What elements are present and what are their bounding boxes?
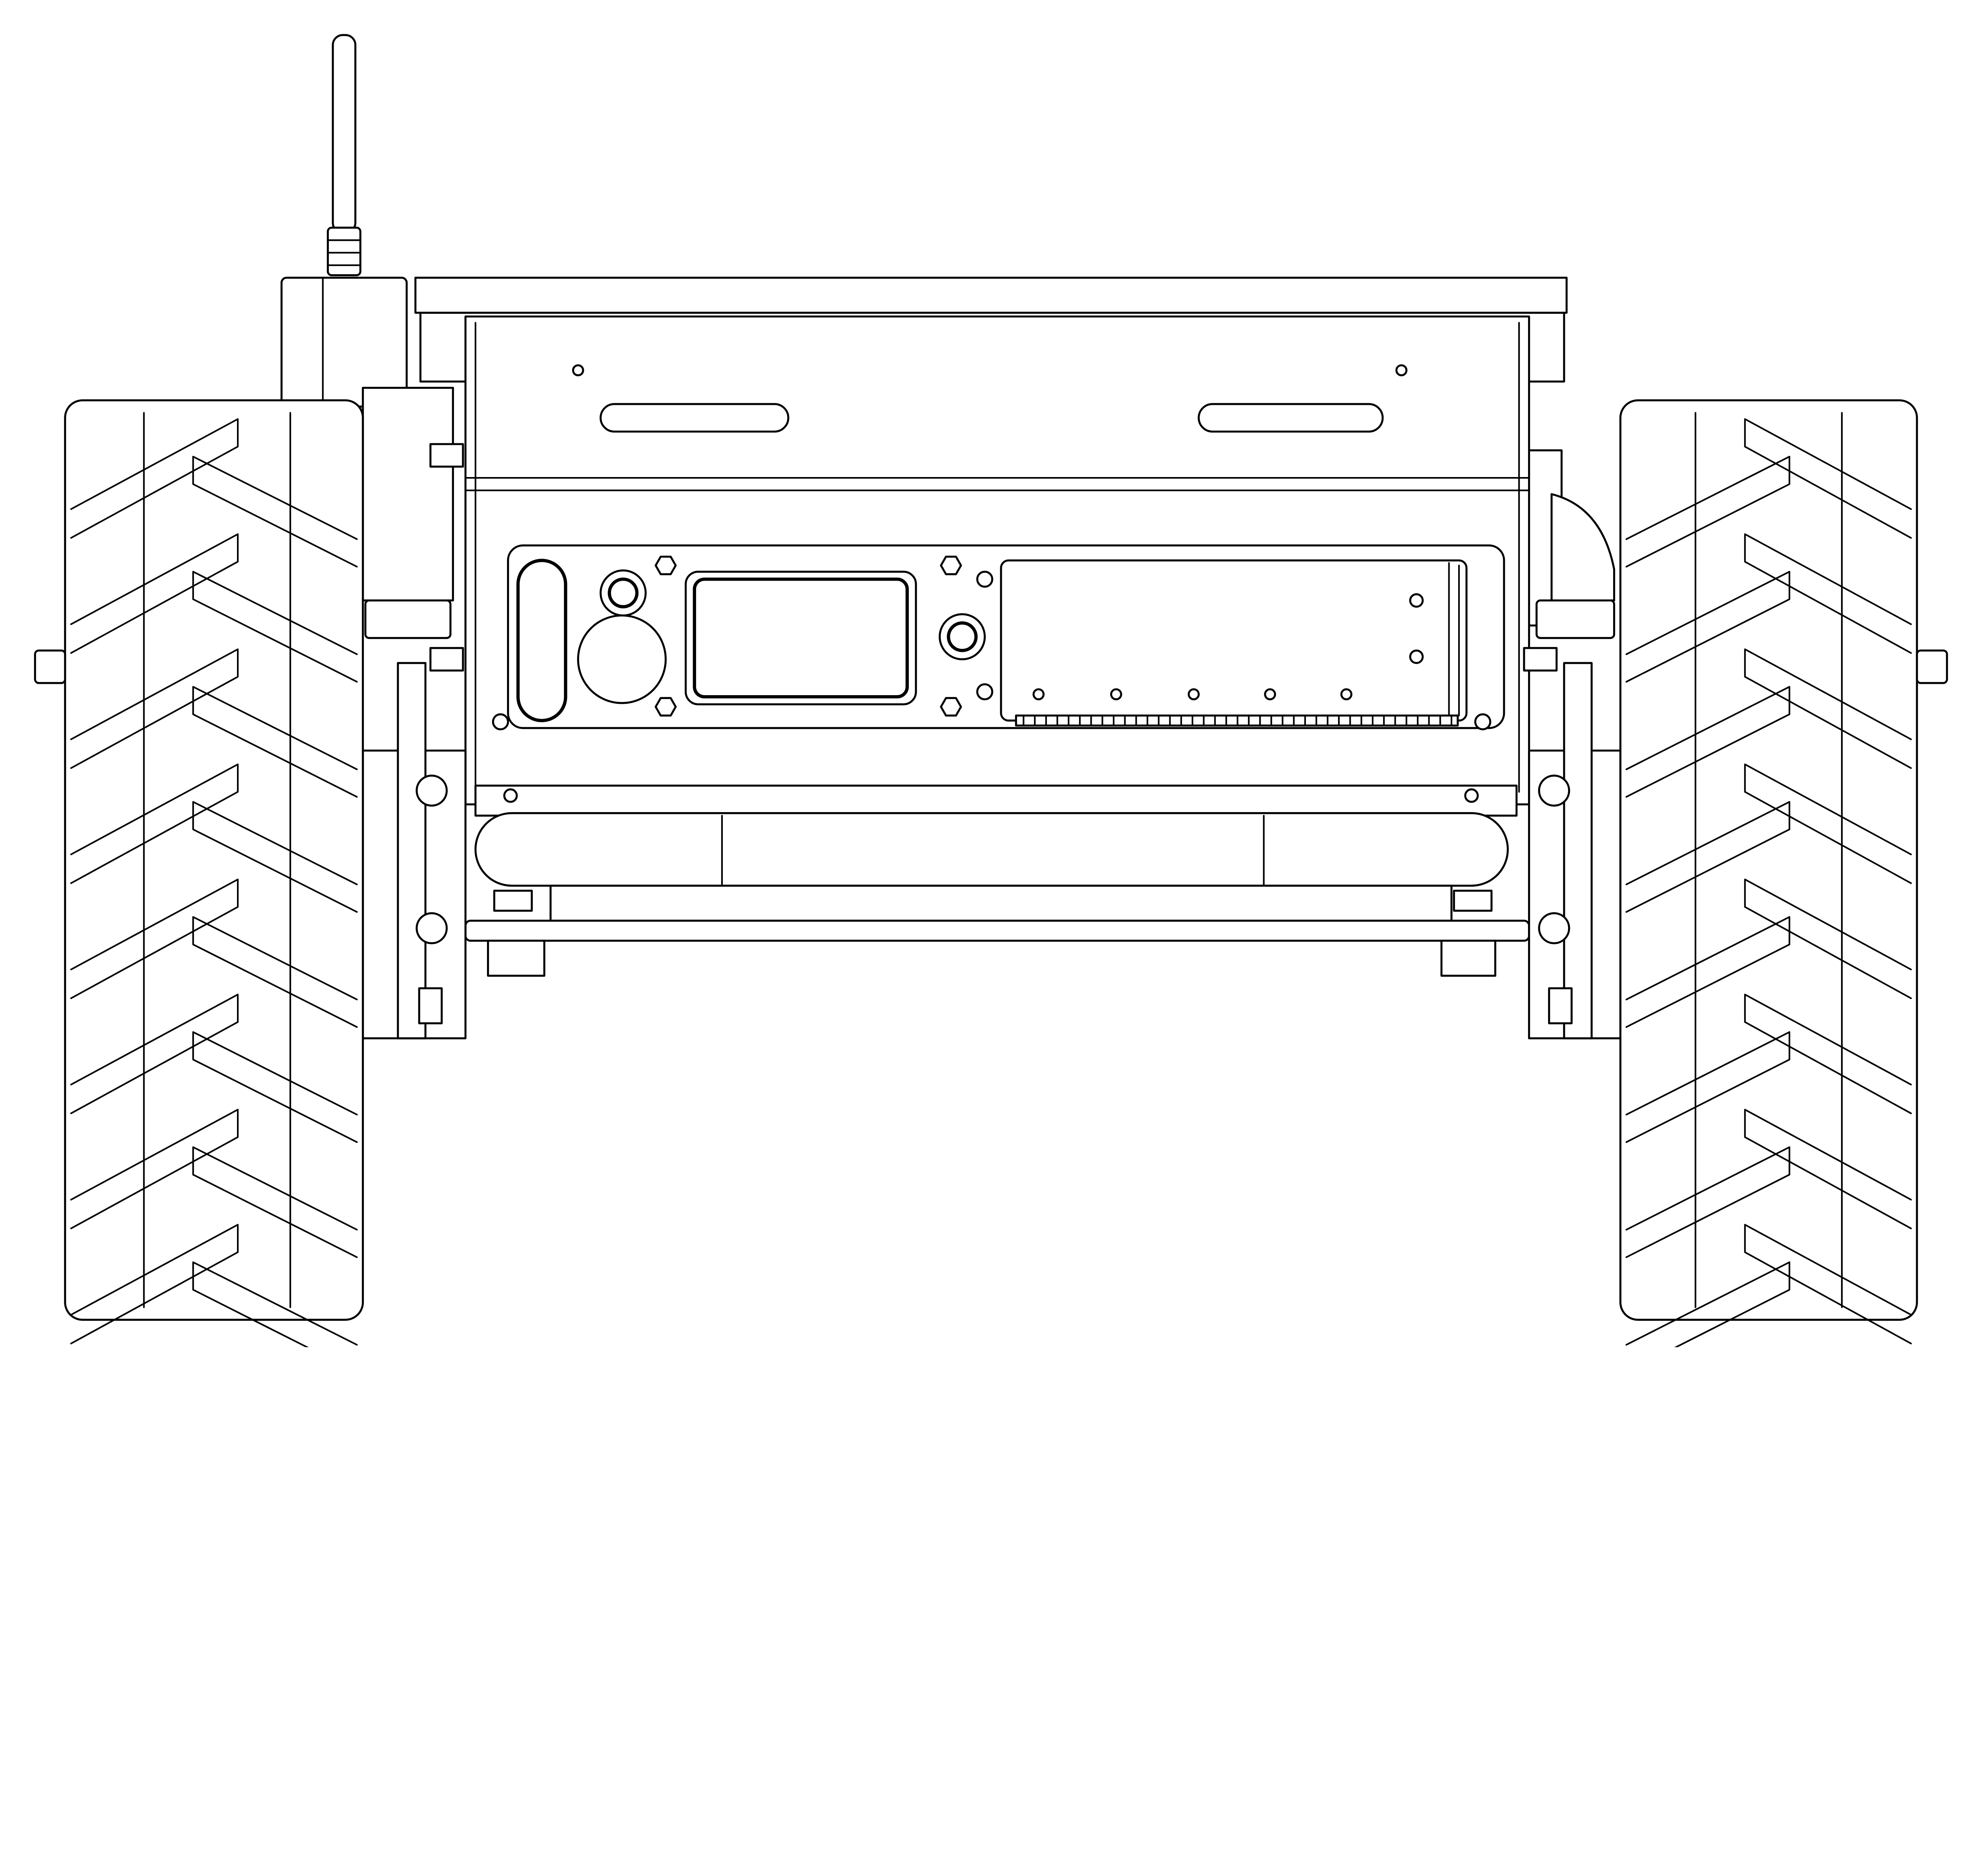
tread-lug bbox=[70, 993, 358, 1143]
tread-lug bbox=[1625, 418, 1912, 568]
tread-lug bbox=[1625, 1109, 1912, 1258]
control-panel bbox=[492, 544, 1505, 730]
io-hole bbox=[1187, 688, 1200, 701]
tread-lug bbox=[1625, 763, 1912, 913]
tread-lug bbox=[70, 648, 358, 798]
button bbox=[600, 569, 647, 617]
foot bbox=[487, 940, 545, 977]
hex-nut bbox=[655, 697, 677, 717]
button bbox=[939, 613, 986, 661]
tread-lug bbox=[1625, 878, 1912, 1028]
mounting-slot-left bbox=[600, 403, 790, 433]
io-hole bbox=[1032, 688, 1045, 701]
mounting-slot-right bbox=[1198, 403, 1384, 433]
display-window bbox=[684, 570, 917, 705]
io-holes bbox=[1032, 688, 1353, 701]
tread-lug bbox=[1625, 993, 1912, 1143]
io-hole bbox=[1340, 688, 1353, 701]
valve-stem bbox=[34, 649, 66, 684]
screw bbox=[1474, 713, 1492, 730]
hex-nut bbox=[940, 556, 962, 576]
right-wheel bbox=[1619, 399, 1948, 1348]
left-suspension bbox=[362, 443, 467, 1040]
power-indicator-slot bbox=[516, 559, 567, 722]
tread-lug bbox=[1625, 1224, 1912, 1348]
hex-nut bbox=[940, 697, 962, 717]
left-wheel bbox=[34, 399, 364, 1348]
tread-lug bbox=[70, 1224, 358, 1348]
tread-lug bbox=[1625, 648, 1912, 798]
right-side-bracket bbox=[1523, 449, 1616, 639]
tread-lug bbox=[70, 418, 358, 568]
io-module bbox=[1000, 559, 1468, 722]
io-hole bbox=[1110, 688, 1122, 701]
tread-lug bbox=[1625, 533, 1912, 683]
tread-lug bbox=[70, 533, 358, 683]
button-cap bbox=[607, 577, 639, 608]
hex-nut bbox=[655, 556, 677, 576]
tread-lug bbox=[70, 878, 358, 1028]
screw-hole bbox=[572, 364, 584, 377]
robot-front-view-drawing bbox=[34, 34, 1948, 1348]
tread-lug bbox=[70, 763, 358, 913]
antenna-mount-box bbox=[280, 277, 454, 639]
screw bbox=[492, 713, 509, 730]
lower-bumper bbox=[464, 784, 1530, 977]
antenna bbox=[326, 34, 361, 277]
screw-hole bbox=[1395, 364, 1408, 377]
foot bbox=[1440, 940, 1497, 977]
connector-pins bbox=[1023, 714, 1453, 727]
tread-lug bbox=[70, 1109, 358, 1258]
right-suspension bbox=[1523, 647, 1622, 1040]
valve-stem bbox=[1916, 649, 1948, 684]
io-hole bbox=[1264, 688, 1276, 701]
round-port-cover bbox=[577, 614, 667, 704]
